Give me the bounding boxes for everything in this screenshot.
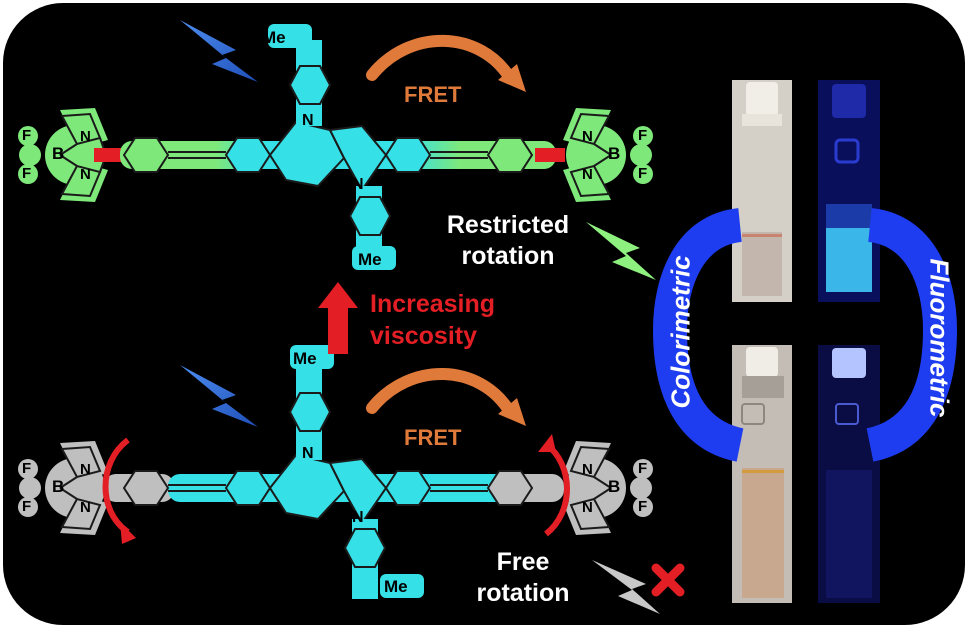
lightning-bolt-icon xyxy=(180,20,258,82)
cuvette-top-left xyxy=(732,80,792,302)
fret-label-top: FRET xyxy=(404,82,462,107)
bottom-core xyxy=(268,345,424,599)
atom-f: F xyxy=(22,127,32,144)
atom-n: N xyxy=(582,128,593,145)
atom-b-bottom-right: B xyxy=(608,477,621,496)
top-left-red-linker xyxy=(94,148,122,162)
atom-n: N xyxy=(582,166,593,183)
atom-n: N xyxy=(352,509,364,526)
free-line-2: rotation xyxy=(476,579,570,607)
fluorometric-label: Fluorometric xyxy=(924,258,955,418)
lightning-bolt-icon xyxy=(180,365,258,427)
atom-n: N xyxy=(80,499,91,516)
atom-n: N xyxy=(80,461,91,478)
colorimetric-ring xyxy=(652,208,745,462)
atom-n: N xyxy=(302,445,314,462)
atom-f: F xyxy=(638,165,648,182)
atom-n: N xyxy=(80,128,91,145)
atom-f: F xyxy=(638,460,648,477)
atom-me-top-1: Me xyxy=(262,28,286,47)
bottom-molecule xyxy=(18,345,653,599)
atom-b-bottom-left: B xyxy=(52,477,65,496)
colorimetric-label: Colorimetric xyxy=(665,255,696,409)
cross-icon xyxy=(651,563,685,597)
atom-b-top-right: B xyxy=(608,144,621,163)
fret-label-bottom: FRET xyxy=(404,425,462,450)
atom-f: F xyxy=(22,498,32,515)
restricted-rotation-label: Restricted rotation xyxy=(438,210,578,272)
restricted-line-2: rotation xyxy=(461,242,555,270)
atom-me-bottom-1: Me xyxy=(293,349,317,368)
restricted-line-1: Restricted xyxy=(446,211,570,239)
atom-f: F xyxy=(638,498,648,515)
atom-n: N xyxy=(302,112,314,129)
atom-f: F xyxy=(638,127,648,144)
lightning-bolt-icon xyxy=(592,560,660,614)
lightning-bolt-icon xyxy=(586,222,656,280)
atom-f: F xyxy=(22,165,32,182)
atom-n: N xyxy=(582,461,593,478)
top-right-red-linker xyxy=(535,148,565,162)
atom-me-top-2: Me xyxy=(358,250,382,269)
rotation-arrow-icon xyxy=(102,437,130,535)
atom-n: N xyxy=(352,176,364,193)
increasing-viscosity-label: Increasing viscosity xyxy=(370,288,495,352)
atom-b-top-left: B xyxy=(52,144,65,163)
free-rotation-label: Free rotation xyxy=(468,547,578,609)
atom-n: N xyxy=(80,166,91,183)
cuvette-top-right xyxy=(818,80,880,302)
atom-n: N xyxy=(582,499,593,516)
top-molecule xyxy=(18,24,653,270)
fluorometric-ring xyxy=(865,208,958,462)
curved-arrow-icon xyxy=(366,34,516,84)
top-core xyxy=(268,24,396,270)
cuvette-bottom-left xyxy=(732,345,792,603)
increasing-line-2: viscosity xyxy=(370,322,478,350)
atom-me-bottom-2: Me xyxy=(384,577,408,596)
curved-arrow-icon xyxy=(366,368,516,418)
free-line-1: Free xyxy=(496,548,550,576)
increasing-line-1: Increasing xyxy=(370,290,496,318)
atom-f: F xyxy=(22,460,32,477)
cuvette-bottom-right xyxy=(818,345,880,603)
up-arrow-icon xyxy=(318,282,358,354)
